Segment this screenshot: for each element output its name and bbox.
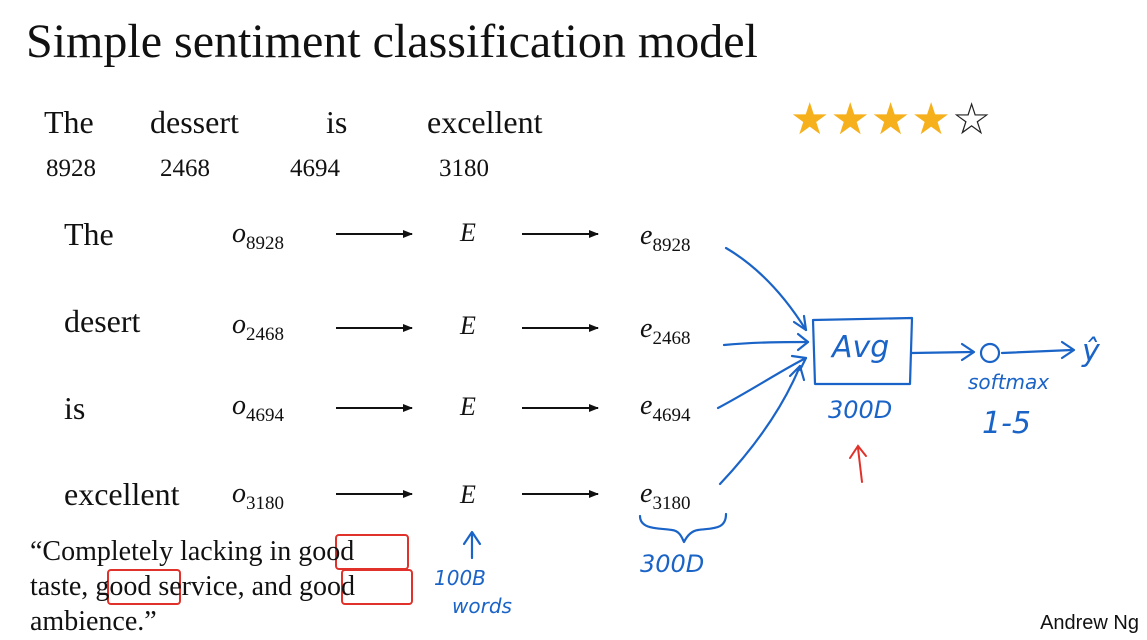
arrow-head [849,444,867,459]
embedding-matrix: E [460,218,476,247]
onehot-vector: o2468 [232,309,284,345]
onehot-vector: o3180 [232,478,284,514]
arrow-to-avg [718,364,802,486]
embedding-vector: e8928 [640,220,691,256]
corpus-unit-label: words [452,594,512,618]
arrow-head [792,314,808,332]
arrow-head [790,354,808,372]
onehot-vector: o8928 [232,218,284,254]
corpus-size-label: 100B [434,566,486,590]
quote-line: “Completely lacking in good [30,536,355,567]
highlight-good: good [298,536,355,567]
onehot-vector: o4694 [232,390,284,426]
vocab-index: 4694 [290,155,340,182]
empty-star-icon: ☆ [951,95,993,144]
highlight-box-good [341,569,413,605]
star-rating: ★★★★☆ [790,94,992,145]
arrow-head [1060,340,1076,360]
sentence-word-is: is [326,104,348,140]
avg-dim-label: 300D [828,396,893,424]
sentence-word-the: The [44,104,94,140]
arrow-to-avg [722,340,810,347]
embedding-vector: e4694 [640,390,691,426]
vocab-index: 2468 [160,155,210,182]
output-yhat: ŷ [1082,334,1100,369]
avg-box [811,316,914,386]
slide-title: Simple sentiment classification model [26,15,758,68]
star-icon: ★ [790,95,831,144]
vocab-index: 3180 [439,155,489,182]
arrow-avg-to-softmax [910,350,974,355]
vocab-index: 8928 [46,155,96,182]
arrow-head [796,332,810,352]
sentence-word-dessert: dessert [150,104,239,140]
softmax-label: softmax [968,370,1050,394]
highlight-good: good [95,571,152,602]
avg-box-label: Avg [832,330,890,365]
softmax-node-icon [979,342,1001,364]
row-word: is [64,390,86,426]
red-up-arrow [857,447,863,483]
embedding-vector: e2468 [640,313,691,349]
star-icon: ★ [911,95,952,144]
embedding-matrix: E [460,311,476,340]
quote-line: taste, good service, and good [30,571,356,602]
review-quote: “Completely lacking in good taste, good … [30,534,355,639]
arrow-head [788,364,806,382]
quote-line: ambience.” [30,606,157,637]
arrow-head [960,342,976,362]
embedding-matrix: E [460,392,476,421]
author-credit: Andrew Ng [1040,612,1139,634]
sentence-word-excellent: excellent [427,104,543,140]
highlight-box-good [107,569,181,605]
arrow-to-avg [716,356,808,410]
brace [638,512,728,544]
embedding-matrix: E [460,480,476,509]
highlight-good: good [299,571,356,602]
star-icon: ★ [830,95,871,144]
row-word: excellent [64,476,180,512]
arrow-to-avg [724,246,808,332]
arrow-head [462,530,482,546]
star-icon: ★ [870,95,912,144]
embedding-vector: e3180 [640,478,691,514]
row-word: desert [64,303,141,339]
row-word: The [64,216,114,252]
embedding-dim-label: 300D [640,550,705,578]
softmax-range-label: 1-5 [982,406,1031,441]
arrow-softmax-to-output [1000,348,1074,355]
